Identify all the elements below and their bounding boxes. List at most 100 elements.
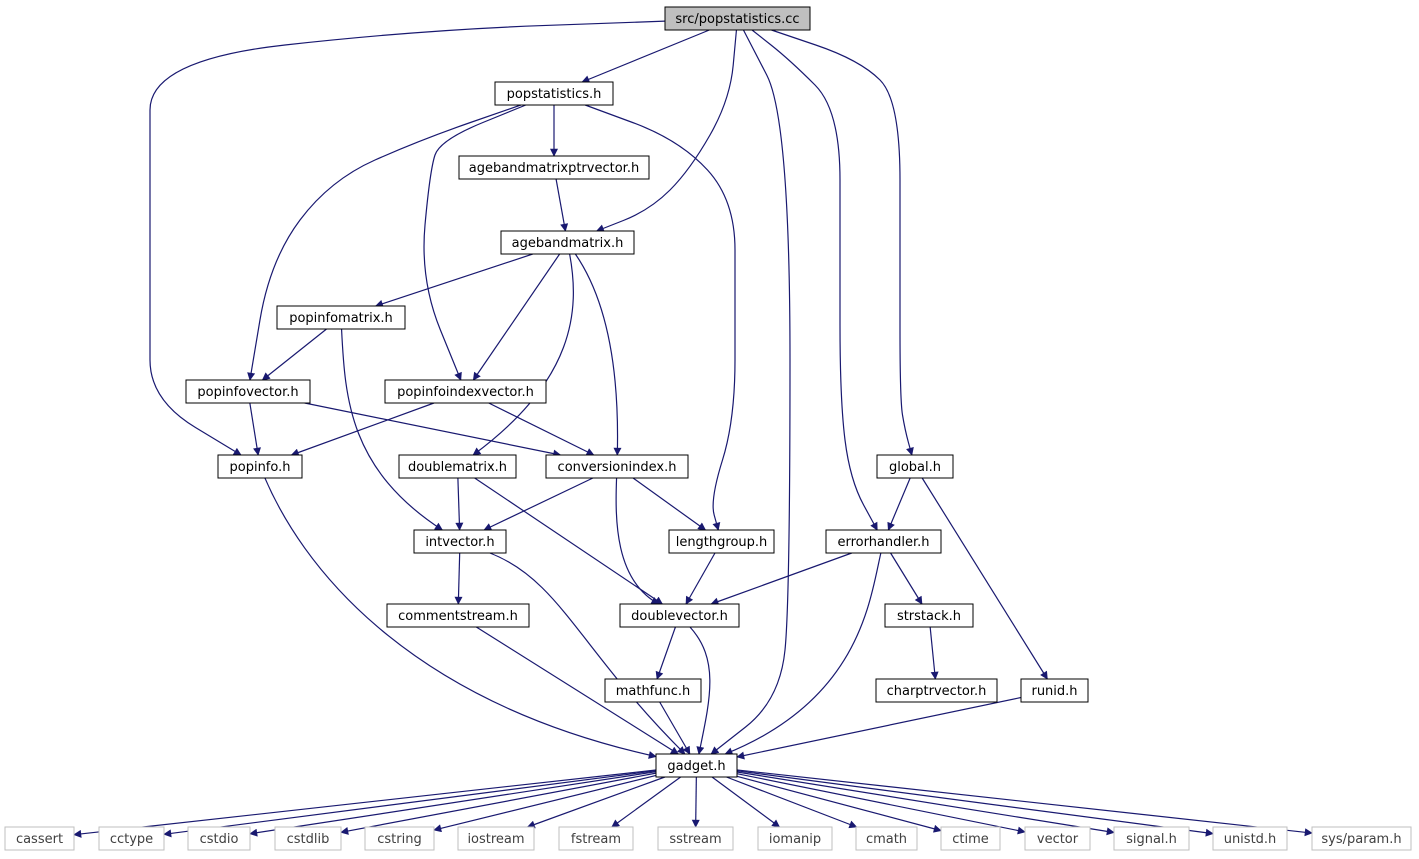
node-doublematrix_h[interactable]: doublematrix.h xyxy=(398,454,517,479)
edge-gadget_h-to-iomanip xyxy=(711,776,781,828)
edge-popinfomatrix_h-to-intvector_h xyxy=(340,328,443,531)
node-cstdio: cstdio xyxy=(187,826,251,851)
node-box xyxy=(458,155,650,180)
edge-errorhandler_h-to-doublevector_h xyxy=(710,552,853,606)
node-label: strstack.h xyxy=(897,609,961,624)
node-cassert: cassert xyxy=(4,826,75,851)
node-strstack_h[interactable]: strstack.h xyxy=(884,603,974,628)
node-label: commentstream.h xyxy=(398,609,518,624)
node-cmath: cmath xyxy=(855,826,918,851)
node-mathfunc_h[interactable]: mathfunc.h xyxy=(604,678,702,703)
node-agebandmatrixptrvector_h[interactable]: agebandmatrixptrvector.h xyxy=(458,155,650,180)
node-box xyxy=(657,826,734,851)
node-box xyxy=(558,826,634,851)
node-runid_h[interactable]: runid.h xyxy=(1020,678,1089,703)
node-popinfomatrix_h[interactable]: popinfomatrix.h xyxy=(276,305,406,330)
edge-root-to-popstatistics_h xyxy=(581,29,710,83)
edge-popinfoindexvector_h-to-conversionindex_h xyxy=(488,402,595,456)
node-global_h[interactable]: global.h xyxy=(876,454,954,479)
node-label: cstdio xyxy=(200,832,239,847)
node-label: cstring xyxy=(377,832,421,847)
node-box xyxy=(1113,826,1190,851)
node-iomanip: iomanip xyxy=(757,826,833,851)
node-gadget_h[interactable]: gadget.h xyxy=(655,753,738,778)
node-box xyxy=(413,529,507,554)
edge-gadget_h-to-cstring xyxy=(433,774,657,833)
edge-gadget_h-to-sstream xyxy=(691,776,700,828)
edge-doublevector_h-to-gadget_h xyxy=(689,626,711,755)
node-box xyxy=(876,454,954,479)
node-box xyxy=(398,454,517,479)
node-box xyxy=(274,826,342,851)
edge-popinfomatrix_h-to-popinfovector_h xyxy=(261,328,327,381)
node-box xyxy=(825,529,942,554)
node-popinfoindexvector_h[interactable]: popinfoindexvector.h xyxy=(384,379,547,404)
edge-agebandmatrix_h-to-popinfomatrix_h xyxy=(374,253,533,308)
node-label: conversionindex.h xyxy=(558,460,677,475)
edge-runid_h-to-gadget_h xyxy=(736,696,1022,760)
node-charptrvector_h[interactable]: charptrvector.h xyxy=(875,678,998,703)
edge-popstatistics_h-to-lengthgroup_h xyxy=(584,104,736,531)
node-sstream: sstream xyxy=(657,826,734,851)
node-label: global.h xyxy=(889,460,941,475)
node-conversionindex_h[interactable]: conversionindex.h xyxy=(545,454,689,479)
node-box xyxy=(875,678,998,703)
node-label: iostream xyxy=(467,832,524,847)
edge-conversionindex_h-to-doublevector_h xyxy=(615,477,660,605)
edge-gadget_h-to-cstdlib xyxy=(340,772,657,835)
edge-gadget_h-to-signal_h xyxy=(736,771,1115,836)
node-root[interactable]: src/popstatistics.cc xyxy=(664,6,811,31)
edge-doublematrix_h-to-doublevector_h xyxy=(474,477,664,605)
node-label: charptrvector.h xyxy=(887,684,987,699)
node-box xyxy=(457,826,535,851)
node-label: signal.h xyxy=(1126,832,1177,847)
node-popinfo_h[interactable]: popinfo.h xyxy=(217,454,303,479)
node-label: sstream xyxy=(669,832,721,847)
node-box xyxy=(619,603,740,628)
node-sys_param_h: sys/param.h xyxy=(1311,826,1412,851)
node-doublevector_h[interactable]: doublevector.h xyxy=(619,603,740,628)
node-box xyxy=(364,826,435,851)
node-lengthgroup_h[interactable]: lengthgroup.h xyxy=(668,529,775,554)
edge-root-to-global_h xyxy=(771,29,914,456)
node-label: doublevector.h xyxy=(631,609,728,624)
edge-root-to-gadget_h xyxy=(710,29,791,755)
node-label: src/popstatistics.cc xyxy=(675,12,799,27)
node-box xyxy=(664,6,811,31)
node-intvector_h[interactable]: intvector.h xyxy=(413,529,507,554)
node-label: fstream xyxy=(571,832,621,847)
node-ctime: ctime xyxy=(940,826,1001,851)
node-label: vector xyxy=(1037,832,1079,847)
edge-popinfovector_h-to-popinfo_h xyxy=(249,402,261,456)
edge-gadget_h-to-ctime xyxy=(736,775,942,833)
node-box xyxy=(604,678,702,703)
node-box xyxy=(1311,826,1412,851)
edge-gadget_h-to-unistd_h xyxy=(736,770,1214,837)
node-agebandmatrix_h[interactable]: agebandmatrix.h xyxy=(500,230,635,255)
node-unistd_h: unistd.h xyxy=(1212,826,1288,851)
node-box xyxy=(386,603,530,628)
edge-gadget_h-to-cmath xyxy=(726,776,858,829)
node-commentstream_h[interactable]: commentstream.h xyxy=(386,603,530,628)
node-vector: vector xyxy=(1024,826,1091,851)
node-box xyxy=(1020,678,1089,703)
edge-intvector_h-to-commentstream_h xyxy=(454,552,463,605)
node-label: cctype xyxy=(110,832,153,847)
node-label: cmath xyxy=(866,832,907,847)
node-cstring: cstring xyxy=(364,826,435,851)
node-popinfovector_h[interactable]: popinfovector.h xyxy=(185,379,311,404)
edge-popstatistics_h-to-popinfovector_h xyxy=(247,104,522,381)
node-label: popinfoindexvector.h xyxy=(397,385,534,400)
node-box xyxy=(884,603,974,628)
node-label: popinfo.h xyxy=(230,460,291,475)
node-errorhandler_h[interactable]: errorhandler.h xyxy=(825,529,942,554)
node-cctype: cctype xyxy=(98,826,165,851)
node-box xyxy=(757,826,833,851)
edge-global_h-to-errorhandler_h xyxy=(887,477,911,531)
node-label: popinfovector.h xyxy=(197,385,298,400)
edge-agebandmatrix_h-to-conversionindex_h xyxy=(574,253,622,456)
node-popstatistics_h[interactable]: popstatistics.h xyxy=(494,81,614,106)
node-label: errorhandler.h xyxy=(837,535,929,550)
node-box xyxy=(500,230,635,255)
